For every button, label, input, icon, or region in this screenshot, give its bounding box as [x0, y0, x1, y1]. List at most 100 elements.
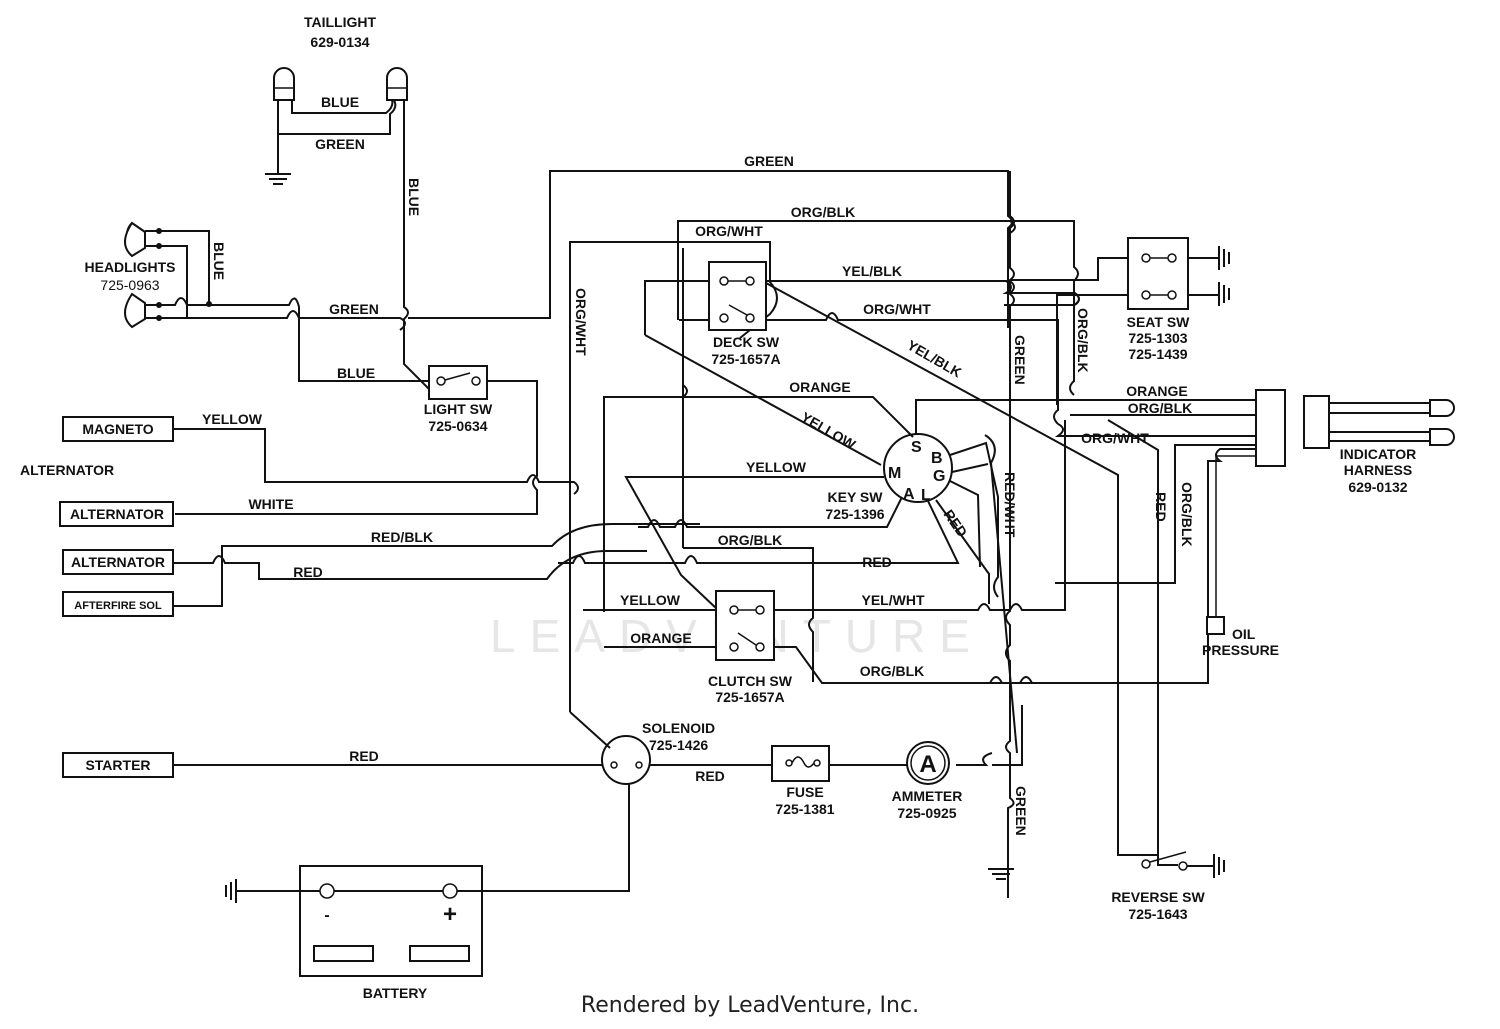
- key-terminal-b: B: [931, 450, 943, 467]
- wire-battery: [236, 784, 630, 892]
- indicator-label2: HARNESS: [1344, 462, 1412, 478]
- deck-sw-label: DECK SW: [713, 334, 780, 350]
- wire-red-right: [1055, 444, 1256, 584]
- indicator-lamp: [1429, 399, 1455, 417]
- clutch-switch: CLUTCH SW 725-1657A: [708, 590, 793, 705]
- wire-label: ORG/BLK: [718, 532, 783, 548]
- magneto: MAGNETO: [62, 416, 174, 442]
- wire-label: RED: [1153, 492, 1169, 522]
- taillight: TAILLIGHT 629-0134: [273, 14, 408, 101]
- key-terminal-s: S: [911, 439, 922, 456]
- ground-icon: [265, 173, 291, 185]
- wire-label: ORANGE: [630, 630, 691, 646]
- clutch-sw-label: CLUTCH SW: [708, 673, 793, 689]
- reverse-switch: REVERSE SW 725-1643: [1107, 419, 1225, 922]
- indicator-label: INDICATOR: [1340, 446, 1416, 462]
- battery-pos: +: [443, 901, 457, 928]
- headlight-lower: [124, 292, 146, 329]
- wire-label: GREEN: [329, 301, 379, 317]
- wire-label: YEL/WHT: [862, 592, 925, 608]
- headlights-label: HEADLIGHTS: [85, 259, 176, 275]
- fuse-part: 725-1381: [775, 801, 834, 817]
- wire-red-diag: [935, 499, 990, 604]
- wire-red-solenoid: [650, 752, 993, 766]
- battery-neg: -: [324, 907, 329, 924]
- wire-label: BLUE: [337, 365, 375, 381]
- wire-label: ORG/BLK: [1075, 308, 1091, 373]
- wire-label: ORG/WHT: [863, 301, 931, 317]
- wire-label: ORANGE: [1126, 383, 1187, 399]
- wire-label: RED/WHT: [1002, 472, 1018, 538]
- alternator-label: ALTERNATOR: [70, 506, 164, 522]
- ammeter-label: AMMETER: [892, 788, 963, 804]
- clutch-sw-part: 725-1657A: [715, 689, 784, 705]
- key-sw-label: KEY SW: [828, 489, 884, 505]
- wire-orgwht-indicator: [1054, 423, 1256, 437]
- wire-label: RED: [349, 748, 379, 764]
- indicator-harness: INDICATOR HARNESS 629-0132: [1303, 395, 1455, 495]
- key-terminal-l: L: [921, 487, 931, 504]
- headlights: HEADLIGHTS 725-0963: [85, 221, 176, 329]
- wire-label: YELLOW: [799, 409, 860, 453]
- wire-label: GREEN: [1012, 335, 1028, 385]
- wire-label: YELLOW: [620, 592, 681, 608]
- wire-label: YELLOW: [202, 411, 263, 427]
- wire-blue-taillight-to-lightsw: [403, 100, 433, 393]
- headlights-part: 725-0963: [100, 277, 159, 293]
- reverse-sw-part: 725-1643: [1128, 906, 1187, 922]
- wire-orgblk-clutch: [774, 646, 1207, 684]
- solenoid: SOLENOID 725-1426: [601, 720, 715, 785]
- wire-green-headlight: [145, 170, 1013, 331]
- key-terminal-a: A: [903, 486, 915, 503]
- ground-icon: [1218, 246, 1230, 306]
- oil-pressure-sensor: OIL PRESSURE: [1202, 616, 1279, 658]
- ammeter: A AMMETER 725-0925: [892, 741, 963, 821]
- wire-orgwht-main: [569, 241, 778, 712]
- seat-sw-label: SEAT SW: [1127, 314, 1191, 330]
- afterfire-sol-label: AFTERFIRE SOL: [74, 600, 162, 612]
- wire-label: ORG/WHT: [695, 223, 763, 239]
- seat-switch: SEAT SW 725-1303 725-1439: [1127, 237, 1191, 362]
- taillight-bulb-left: [273, 67, 295, 101]
- indicator-part: 629-0132: [1348, 479, 1407, 495]
- key-sw-part: 725-1396: [825, 506, 884, 522]
- wire-blue-headlight-to-lightsw: [145, 297, 431, 382]
- wire-tail-blue: [291, 99, 394, 114]
- seat-sw-part: 725-1303: [1128, 330, 1187, 346]
- fuse-label: FUSE: [786, 784, 823, 800]
- light-sw-label: LIGHT SW: [424, 401, 493, 417]
- wire-key-a: [638, 496, 903, 528]
- wire-label: RED: [862, 554, 892, 570]
- light-switch: LIGHT SW 725-0634: [424, 365, 493, 434]
- wire-label: ORG/BLK: [791, 204, 856, 220]
- light-sw-part: 725-0634: [428, 418, 487, 434]
- wire-green-ground: [1005, 171, 1015, 898]
- ground-icon: [225, 879, 237, 903]
- wire-label: BLUE: [211, 242, 227, 280]
- solenoid-label: SOLENOID: [642, 720, 715, 736]
- wire-red-mid: [558, 500, 960, 564]
- wire-yellow-diag: [644, 334, 882, 466]
- deck-switch: DECK SW 725-1657A: [708, 261, 781, 367]
- wire-label: GREEN: [744, 153, 794, 169]
- oil-pressure-label: OIL: [1232, 626, 1256, 642]
- alternator-label: ALTERNATOR: [71, 554, 165, 570]
- wire-yelblk-diag: [765, 282, 1158, 856]
- taillight-bulb-right: [386, 67, 408, 101]
- wire-label: WHITE: [248, 496, 293, 512]
- wire-redwht: [984, 434, 1018, 754]
- ground-icon: [988, 868, 1014, 880]
- key-terminal-g: G: [933, 468, 945, 485]
- alternator-heading: ALTERNATOR: [20, 462, 114, 478]
- headlight-upper: [124, 221, 146, 258]
- seat-sw-part2: 725-1439: [1128, 346, 1187, 362]
- indicator-lamp: [1429, 428, 1455, 446]
- alternator-2: ALTERNATOR: [62, 549, 174, 575]
- wire-label: ORG/BLK: [860, 663, 925, 679]
- wire-label: BLUE: [406, 178, 422, 216]
- wire-label: YELLOW: [746, 459, 807, 475]
- oil-pressure-label2: PRESSURE: [1202, 642, 1279, 658]
- ammeter-part: 725-0925: [897, 805, 956, 821]
- battery: - + BATTERY: [299, 865, 483, 1001]
- wire-label: ORG/BLK: [1179, 482, 1195, 547]
